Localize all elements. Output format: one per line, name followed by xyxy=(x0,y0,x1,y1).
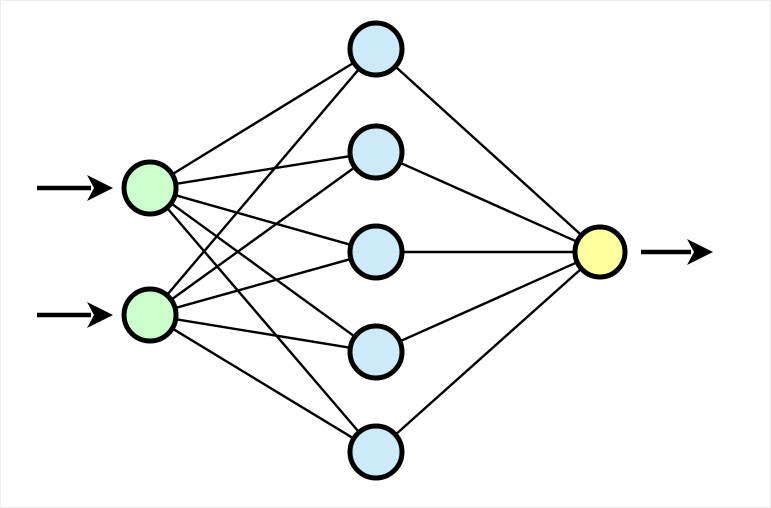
node-input-2[interactable] xyxy=(121,286,179,344)
arrow-head xyxy=(687,239,713,265)
hidden-node-circle[interactable] xyxy=(347,223,405,281)
node-hidden-2[interactable] xyxy=(347,123,405,181)
node-input-1[interactable] xyxy=(121,159,179,217)
connection-edge xyxy=(397,260,580,344)
connection-edge xyxy=(397,160,580,244)
connection-edge xyxy=(170,60,356,177)
hidden-node-circle[interactable] xyxy=(347,123,405,181)
output-node-circle[interactable] xyxy=(572,224,628,280)
hidden-node-circle[interactable] xyxy=(347,20,405,78)
output-arrow xyxy=(641,239,713,265)
connection-edge xyxy=(173,154,353,186)
node-hidden-3[interactable] xyxy=(347,223,405,281)
connection-edge xyxy=(170,326,356,441)
node-hidden-5[interactable] xyxy=(347,423,405,481)
input-node-circle[interactable] xyxy=(121,159,179,217)
node-output-1[interactable] xyxy=(572,224,628,280)
hidden-node-circle[interactable] xyxy=(347,323,405,381)
input-arrow-1 xyxy=(37,175,113,201)
node-hidden-1[interactable] xyxy=(347,20,405,78)
connection-edge xyxy=(393,266,584,437)
connection-edge xyxy=(165,205,361,435)
connection-edge xyxy=(164,66,362,298)
input-node-circle[interactable] xyxy=(121,286,179,344)
connection-edges-group xyxy=(164,60,584,441)
io-arrows-group xyxy=(37,175,713,328)
connection-edge xyxy=(169,165,357,302)
arrow-head xyxy=(87,175,113,201)
connection-edge xyxy=(172,193,354,247)
node-hidden-4[interactable] xyxy=(347,323,405,381)
nodes-group xyxy=(121,20,628,481)
connection-edge xyxy=(393,64,584,238)
input-arrow-2 xyxy=(37,302,113,328)
arrow-head xyxy=(87,302,113,328)
connection-edge xyxy=(172,257,354,310)
connection-edge xyxy=(169,201,357,339)
connection-edge xyxy=(173,317,353,350)
hidden-node-circle[interactable] xyxy=(347,423,405,481)
